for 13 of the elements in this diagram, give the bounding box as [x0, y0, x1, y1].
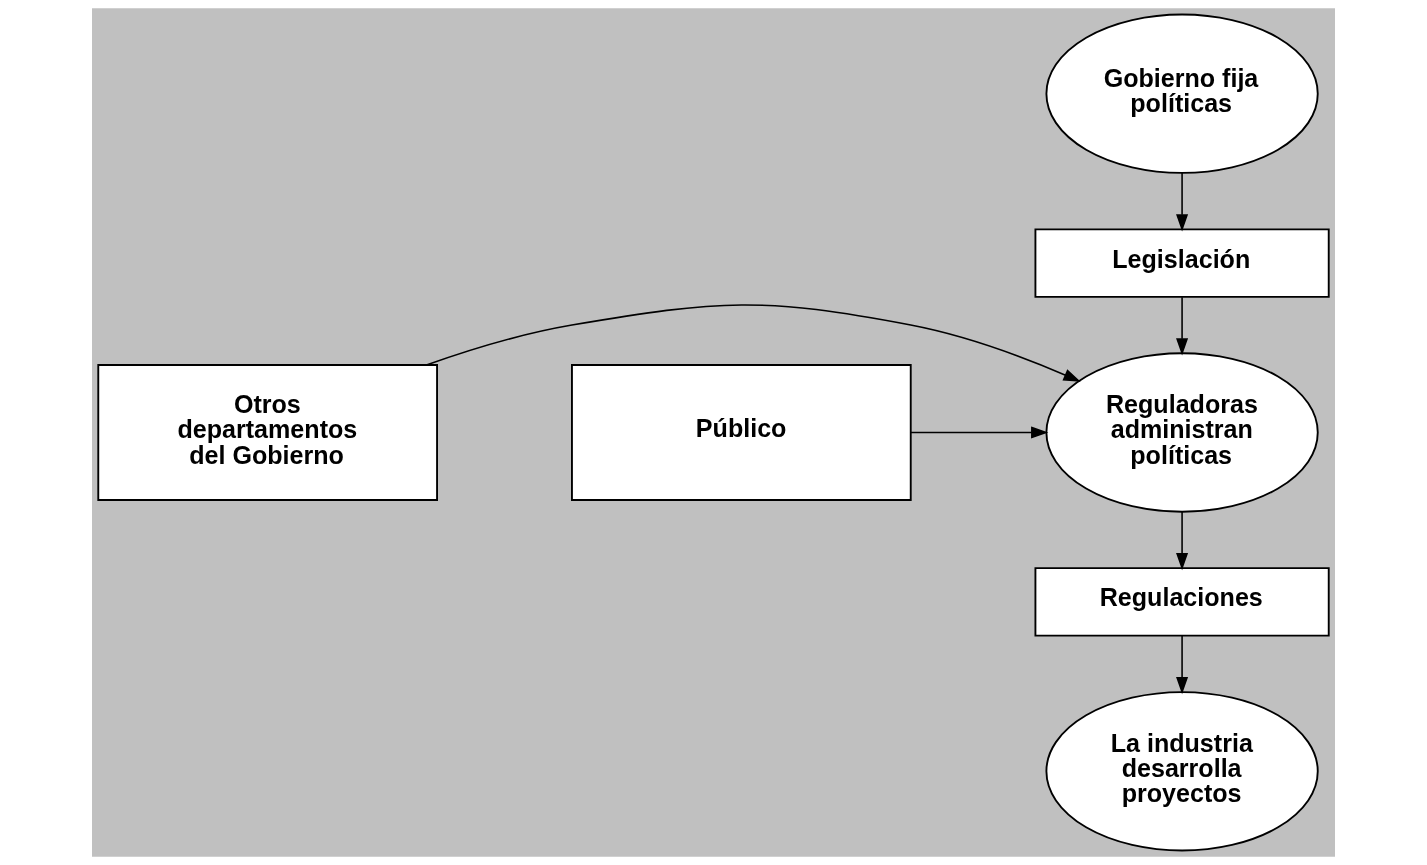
arrow [1176, 511, 1189, 571]
node-ellipse: Reguladoras administran políticas [1045, 352, 1319, 513]
node-box: Regulaciones [1034, 567, 1330, 637]
node-box: Público [571, 364, 912, 501]
arrow [1176, 296, 1189, 356]
node-box: Legislación [1034, 228, 1330, 298]
node-ellipse: La industria desarrolla proyectos [1045, 691, 1319, 852]
node-box: Otros departamentos del Gobierno [97, 364, 438, 501]
node-ellipse: Gobierno fija políticas [1045, 13, 1319, 174]
arrow [1176, 635, 1189, 695]
arrow [1176, 172, 1189, 232]
arrow [910, 426, 1049, 439]
arrow [425, 304, 1081, 382]
